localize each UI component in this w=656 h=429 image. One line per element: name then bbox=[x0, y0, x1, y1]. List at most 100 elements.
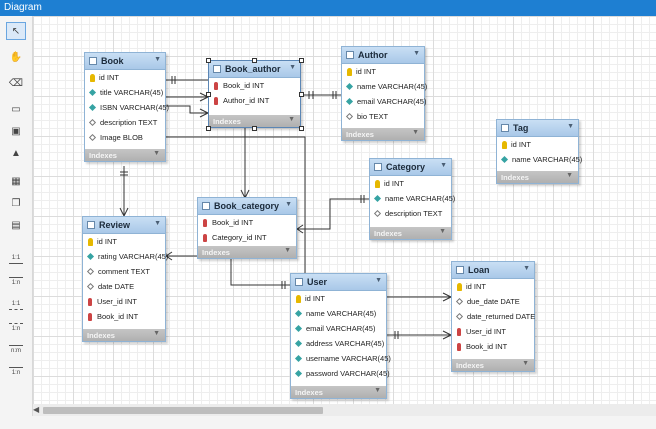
column-row[interactable]: password VARCHAR(45) bbox=[291, 366, 390, 381]
column-row[interactable]: name VARCHAR(45) bbox=[291, 306, 386, 321]
column-row[interactable]: User_id INT bbox=[83, 294, 165, 309]
chevron-down-icon[interactable]: ▼ bbox=[413, 50, 420, 57]
chevron-down-icon[interactable]: ▼ bbox=[567, 123, 574, 130]
indexes-footer[interactable]: Indexes▼ bbox=[198, 246, 296, 258]
resize-handle[interactable] bbox=[299, 58, 304, 63]
indexes-footer[interactable]: Indexes▼ bbox=[85, 149, 165, 161]
entity-header[interactable]: Review▼ bbox=[83, 217, 165, 234]
entity-book-author[interactable]: Book_author▼ Book_id INT Author_id INT I… bbox=[208, 60, 301, 128]
entity-header[interactable]: Loan▼ bbox=[452, 262, 534, 279]
column-row[interactable]: Category_id INT bbox=[198, 230, 296, 245]
scrollbar-thumb[interactable] bbox=[43, 407, 323, 414]
column-row[interactable]: bio TEXT bbox=[342, 109, 424, 124]
indexes-footer[interactable]: Indexes▼ bbox=[342, 128, 424, 140]
horizontal-scrollbar[interactable]: ◀ bbox=[33, 404, 656, 416]
chevron-down-icon[interactable]: ▼ bbox=[523, 265, 530, 272]
entity-header[interactable]: Tag▼ bbox=[497, 120, 578, 137]
chevron-down-icon[interactable]: ▼ bbox=[154, 56, 161, 63]
image-tool-icon[interactable]: ▲ bbox=[11, 147, 21, 159]
entity-book[interactable]: Book▼ id INT title VARCHAR(45) ISBN VARC… bbox=[84, 52, 169, 162]
entity-header[interactable]: User▼ bbox=[291, 274, 386, 291]
column-row[interactable]: id INT bbox=[452, 279, 534, 294]
pointer-tool-icon[interactable]: ↖ bbox=[6, 22, 26, 40]
column-row[interactable]: ISBN VARCHAR(45) bbox=[85, 100, 169, 115]
column-row[interactable]: name VARCHAR(45) bbox=[370, 191, 455, 206]
entity-header[interactable]: Book▼ bbox=[85, 53, 165, 70]
chevron-down-icon[interactable]: ▼ bbox=[566, 172, 573, 179]
column-row[interactable]: User_id INT bbox=[452, 324, 534, 339]
view-tool-icon[interactable]: ❐ bbox=[11, 197, 21, 209]
resize-handle[interactable] bbox=[252, 58, 257, 63]
column-row[interactable]: address VARCHAR(45) bbox=[291, 336, 386, 351]
column-row[interactable]: name VARCHAR(45) bbox=[497, 152, 582, 167]
resize-handle[interactable] bbox=[206, 92, 211, 97]
relationship-existing-tool-icon[interactable]: 1:n bbox=[6, 362, 26, 380]
resize-handle[interactable] bbox=[299, 126, 304, 131]
column-row[interactable]: comment TEXT bbox=[83, 264, 165, 279]
scroll-left-icon[interactable]: ◀ bbox=[33, 405, 40, 414]
entity-category[interactable]: Category▼ id INT name VARCHAR(45) descri… bbox=[369, 158, 455, 240]
chevron-down-icon[interactable]: ▼ bbox=[375, 277, 382, 284]
column-row[interactable]: id INT bbox=[83, 234, 165, 249]
entity-loan[interactable]: Loan▼ id INT due_date DATE date_returned… bbox=[451, 261, 535, 372]
resize-handle[interactable] bbox=[206, 58, 211, 63]
column-row[interactable]: description TEXT bbox=[370, 206, 451, 221]
column-row[interactable]: Book_id INT bbox=[209, 78, 300, 93]
chevron-down-icon[interactable]: ▼ bbox=[288, 116, 295, 123]
indexes-footer[interactable]: Indexes▼ bbox=[209, 115, 300, 127]
chevron-down-icon[interactable]: ▼ bbox=[439, 228, 446, 235]
chevron-down-icon[interactable]: ▼ bbox=[285, 201, 292, 208]
column-row[interactable]: name VARCHAR(45) bbox=[342, 79, 427, 94]
entity-header[interactable]: Book_category▼ bbox=[198, 198, 296, 215]
chevron-down-icon[interactable]: ▼ bbox=[440, 162, 447, 169]
entity-header[interactable]: Book_author▼ bbox=[209, 61, 300, 78]
column-row[interactable]: rating VARCHAR(45) bbox=[83, 249, 168, 264]
relationship-1-1-id-tool-icon[interactable]: 1:1 bbox=[6, 296, 26, 314]
table-tool-icon[interactable]: ▦ bbox=[11, 175, 21, 187]
resize-handle[interactable] bbox=[299, 92, 304, 97]
column-row[interactable]: id INT bbox=[342, 64, 424, 79]
relationship-n-m-tool-icon[interactable]: n:m bbox=[6, 340, 26, 358]
chevron-down-icon[interactable]: ▼ bbox=[412, 129, 419, 136]
chevron-down-icon[interactable]: ▼ bbox=[284, 247, 291, 254]
resize-handle[interactable] bbox=[252, 126, 257, 131]
column-row[interactable]: email VARCHAR(45) bbox=[342, 94, 426, 109]
note-tool-icon[interactable]: ▣ bbox=[11, 125, 21, 137]
column-row[interactable]: Book_id INT bbox=[83, 309, 165, 324]
relationship-1-n-tool-icon[interactable]: 1:n bbox=[6, 272, 26, 290]
indexes-footer[interactable]: Indexes▼ bbox=[497, 171, 578, 183]
relationship-1-1-tool-icon[interactable]: 1:1 bbox=[6, 250, 26, 268]
resize-handle[interactable] bbox=[206, 126, 211, 131]
column-row[interactable]: id INT bbox=[85, 70, 165, 85]
entity-author[interactable]: Author▼ id INT name VARCHAR(45) email VA… bbox=[341, 46, 427, 141]
chevron-down-icon[interactable]: ▼ bbox=[374, 387, 381, 394]
layer-tool-icon[interactable]: ▭ bbox=[11, 103, 21, 115]
relationship-1-n-id-tool-icon[interactable]: 1:n bbox=[6, 318, 26, 336]
routine-tool-icon[interactable]: ▤ bbox=[11, 219, 21, 231]
entity-review[interactable]: Review▼ id INT rating VARCHAR(45) commen… bbox=[82, 216, 168, 342]
column-row[interactable]: Author_id INT bbox=[209, 93, 300, 108]
column-row[interactable]: due_date DATE bbox=[452, 294, 534, 309]
column-row[interactable]: email VARCHAR(45) bbox=[291, 321, 386, 336]
indexes-footer[interactable]: Indexes▼ bbox=[83, 329, 165, 341]
chevron-down-icon[interactable]: ▼ bbox=[289, 64, 296, 71]
column-row[interactable]: id INT bbox=[370, 176, 451, 191]
column-row[interactable]: id INT bbox=[291, 291, 386, 306]
entity-book-category[interactable]: Book_category▼ Book_id INT Category_id I… bbox=[197, 197, 297, 259]
chevron-down-icon[interactable]: ▼ bbox=[522, 360, 529, 367]
column-row[interactable]: Book_id INT bbox=[198, 215, 296, 230]
indexes-footer[interactable]: Indexes▼ bbox=[291, 386, 386, 398]
eraser-tool-icon[interactable]: ⌫ bbox=[8, 77, 24, 89]
column-row[interactable]: id INT bbox=[497, 137, 578, 152]
entity-header[interactable]: Category▼ bbox=[370, 159, 451, 176]
column-row[interactable]: date_returned DATE bbox=[452, 309, 535, 324]
column-row[interactable]: title VARCHAR(45) bbox=[85, 85, 165, 100]
column-row[interactable]: date DATE bbox=[83, 279, 165, 294]
indexes-footer[interactable]: Indexes▼ bbox=[452, 359, 534, 371]
entity-user[interactable]: User▼ id INT name VARCHAR(45) email VARC… bbox=[290, 273, 391, 399]
chevron-down-icon[interactable]: ▼ bbox=[153, 150, 160, 157]
column-row[interactable]: description TEXT bbox=[85, 115, 165, 130]
indexes-footer[interactable]: Indexes▼ bbox=[370, 227, 451, 239]
column-row[interactable]: username VARCHAR(45) bbox=[291, 351, 391, 366]
chevron-down-icon[interactable]: ▼ bbox=[154, 220, 161, 227]
